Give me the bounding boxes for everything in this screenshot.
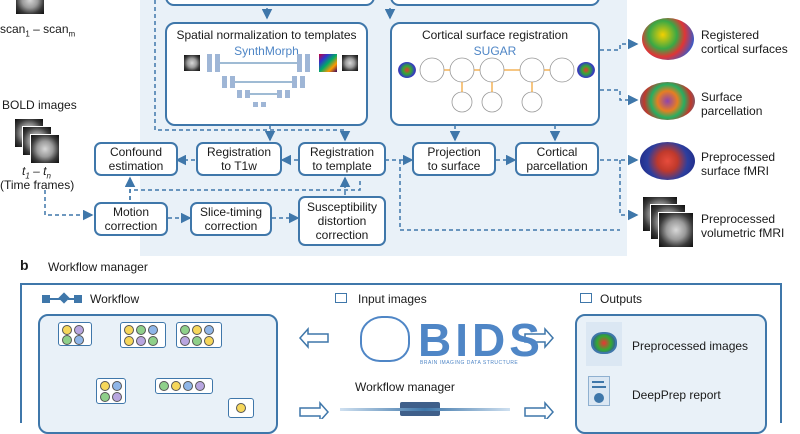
deepprep-report-label: DeepPrep report [632,388,721,402]
cortical-registration-box: Cortical surface registration SUGAR [390,22,600,126]
top-box-right [390,0,600,6]
cortical-registration-title: Cortical surface registration [421,28,569,42]
scan-range-label: scan1 – scanm [0,22,76,39]
workflow-icon [42,292,82,305]
preprocessed-images-label: Preprocessed images [632,339,749,353]
registration-to-template-step: Registration to template [298,142,386,176]
volumetric-frame-3 [658,212,694,248]
sugar-label: SUGAR [473,44,517,58]
unet-diagram [207,54,310,107]
preprocessed-surface-fmri-label: Preprocessed surface fMRI [701,150,776,178]
bold-images-label: BOLD images [2,98,77,112]
preprocessed-volumetric-fmri-label: Preprocessed volumetric fMRI [701,212,785,240]
panel-b-letter: b [20,257,29,273]
synthmorph-input-image [183,54,201,72]
bold-frame-3 [30,134,60,164]
workflow-node-3 [176,322,222,348]
projection-to-surface-step: Projection to surface [412,142,496,176]
workflow-node-6 [228,398,254,418]
workflow-node-5 [155,378,213,394]
susceptibility-distortion-step: Susceptibility distortion correction [298,196,386,246]
input-images-icon [335,293,347,303]
bids-subtitle: BRAIN IMAGING DATA STRUCTURE [420,360,519,366]
time-range-label: t1 – tn [22,164,51,181]
spatial-normalization-title: Spatial normalization to templates [176,28,357,42]
spatial-normalization-box: Spatial normalization to templates Synth… [165,22,368,126]
outputs-icon [580,293,592,303]
motion-correction-step: Motion correction [94,202,168,236]
registered-surfaces-brain [642,18,694,60]
workflow-node-2 [120,322,166,348]
slice-timing-correction-step: Slice-timing correction [190,202,272,236]
input-images-label: Input images [358,292,427,306]
panel-b-frame [20,283,782,423]
top-box-left [165,0,375,6]
bids-brain-icon [360,316,410,362]
synthmorph-label: SynthMorph [234,44,299,58]
registration-to-t1w-step: Registration to T1w [196,142,282,176]
sugar-output-brain [577,62,595,78]
preprocessed-surface-brain [640,142,695,180]
workflow-label: Workflow [90,292,140,306]
synthmorph-field [319,54,337,72]
sugar-graph-diagram [419,57,575,113]
registered-cortical-surfaces-label: Registered cortical surfaces [701,28,788,56]
preprocessed-images-icon [586,322,622,366]
synthmorph-output-image [341,54,359,72]
cortical-parcellation-step: Cortical parcellation [515,142,599,176]
confound-estimation-step: Confound estimation [94,142,178,176]
surface-parcellation-brain [640,82,695,120]
surface-parcellation-label: Surface parcellation [701,90,763,118]
panel-b-title: Workflow manager [48,260,148,274]
report-icon [588,376,610,406]
workflow-node-4 [96,378,126,404]
panel-a-connectors [44,0,639,419]
workflow-node-1 [58,322,92,346]
time-frames-label: (Time frames) [0,178,75,192]
workflow-manager-label: Workflow manager [355,380,455,394]
server-wave [340,408,510,411]
anatomical-scan-thumbnail [15,0,45,15]
sugar-input-brain [398,62,416,78]
outputs-label: Outputs [600,292,643,306]
bids-logo-text: BIDS [418,314,544,366]
